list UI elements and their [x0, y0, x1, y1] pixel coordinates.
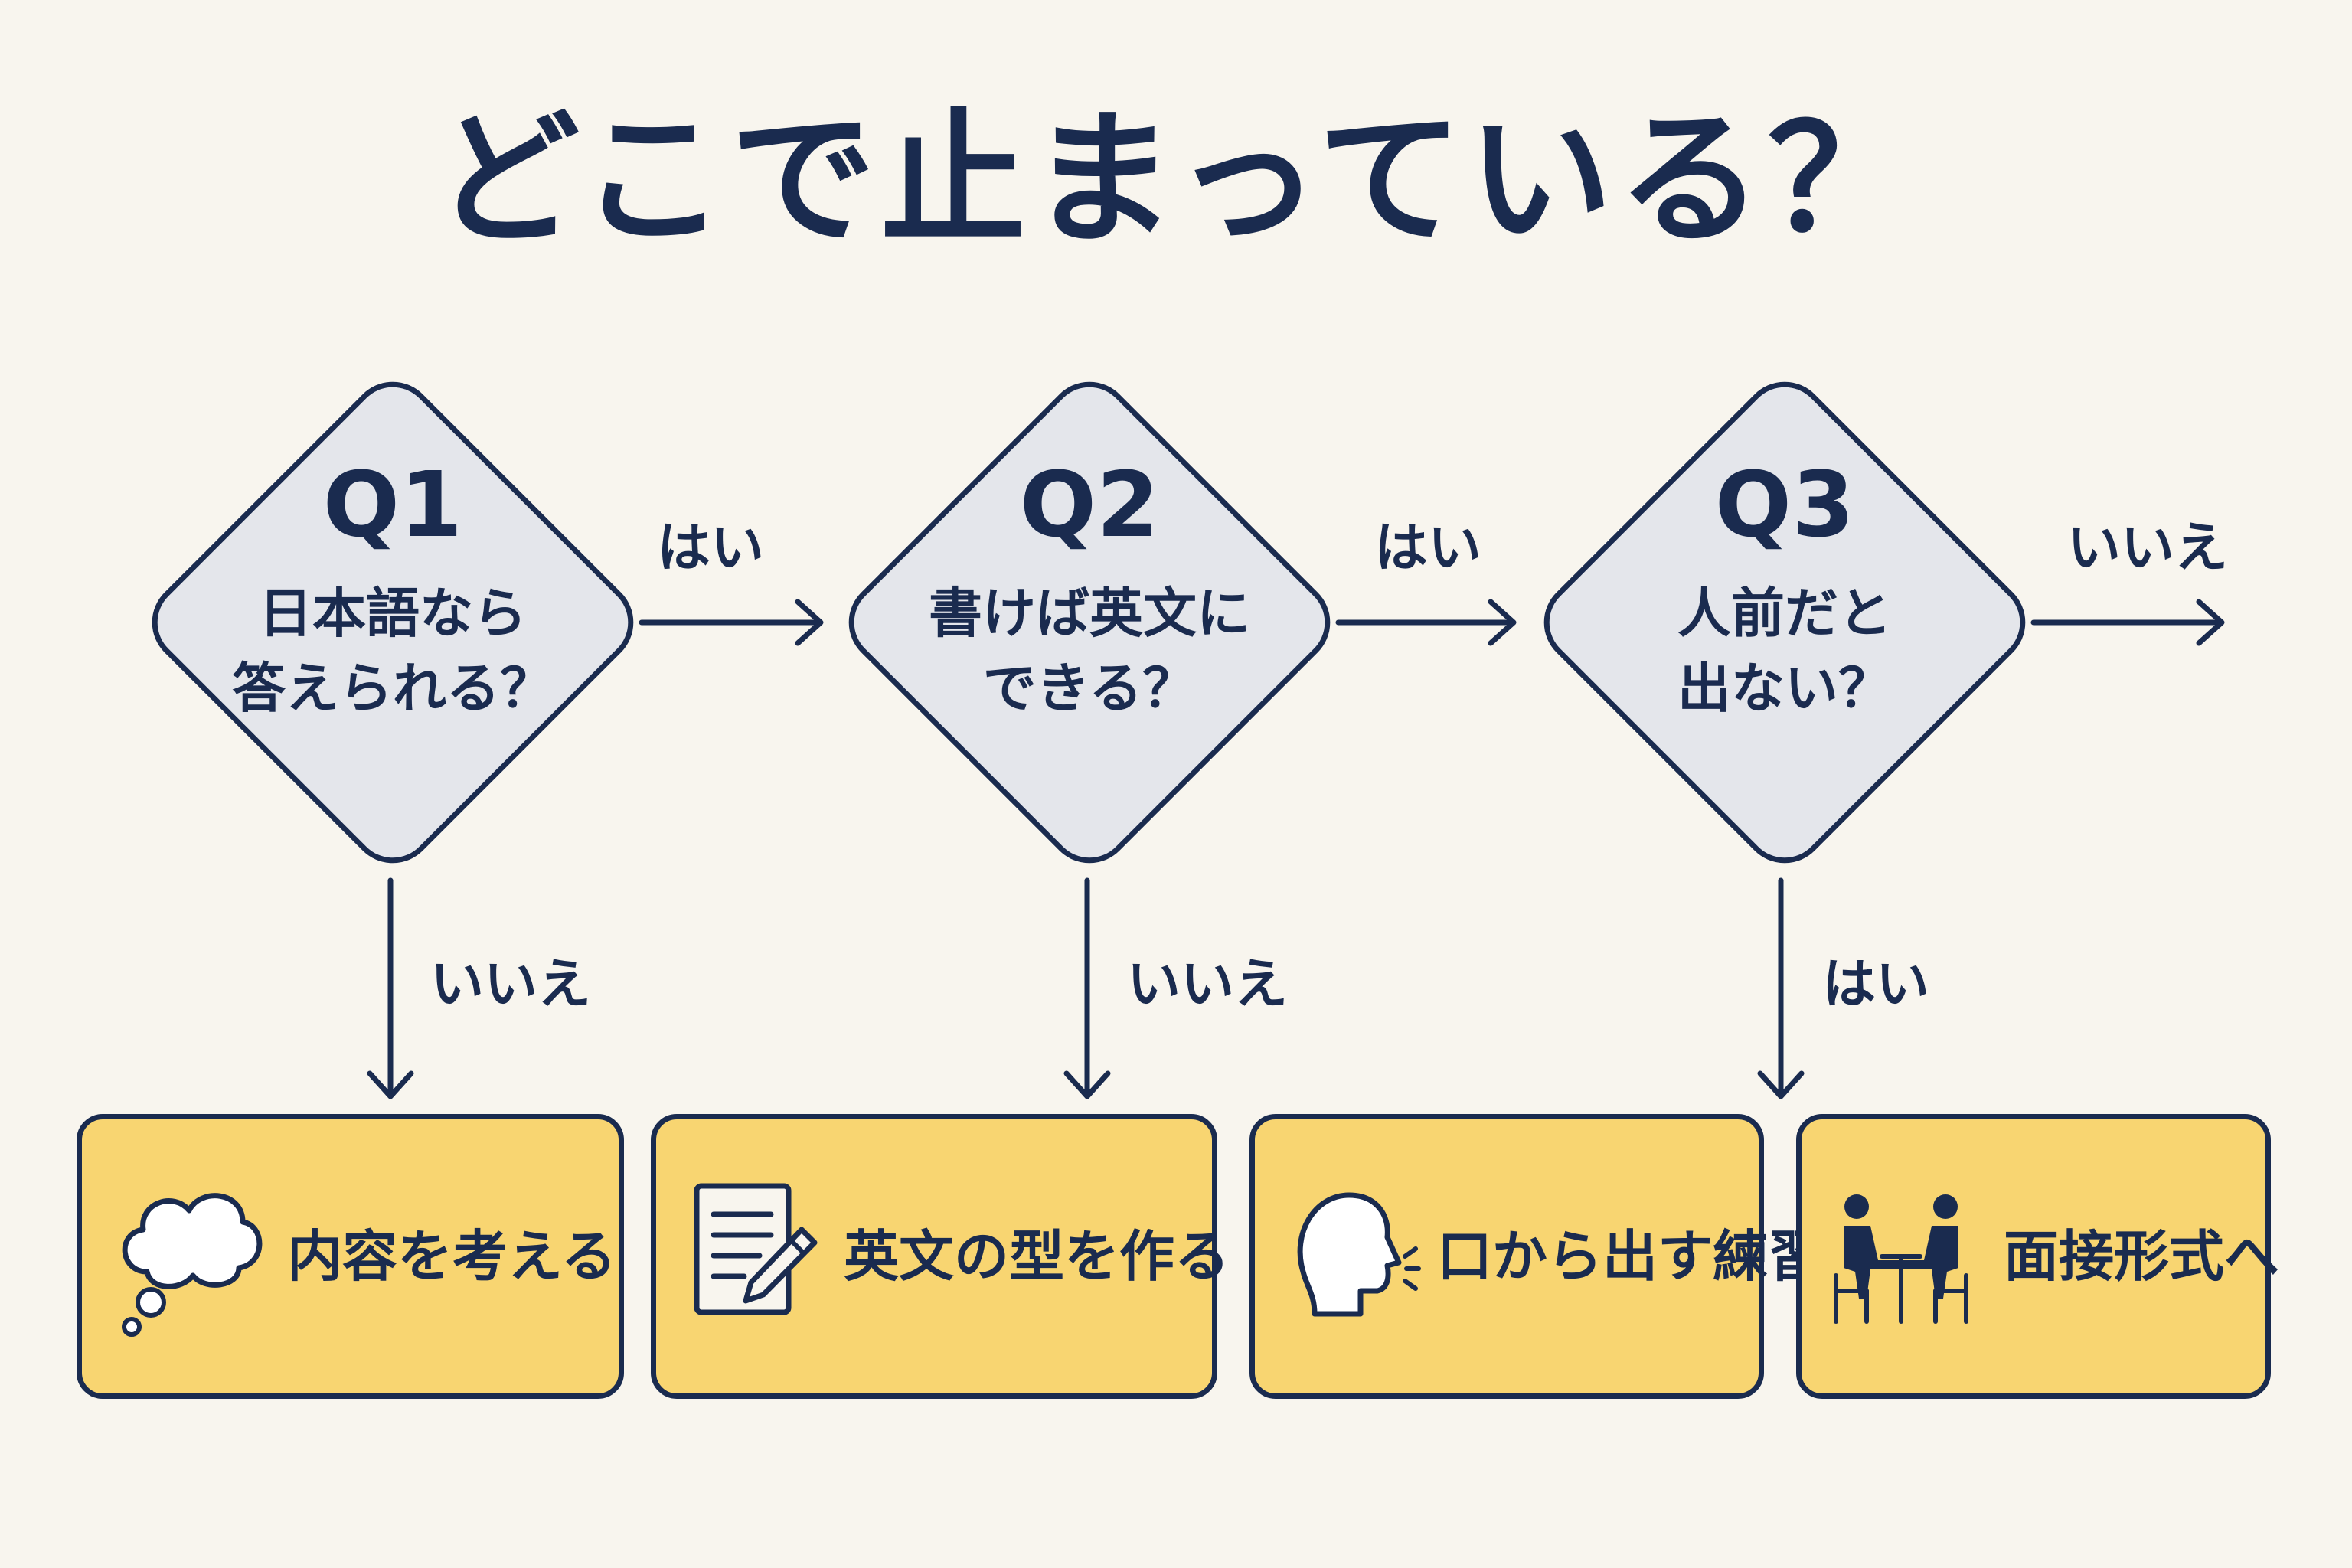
- branch-label-q1-down: いいえ: [430, 952, 591, 1015]
- question-text-q2: 書けば英文に できる？: [929, 582, 1250, 720]
- branch-label-q2-right: はい: [1374, 516, 1481, 579]
- speaking-head-icon: [1297, 1192, 1421, 1317]
- decision-diamond-q2: [848, 381, 1331, 864]
- action-label-sentence-patterns: 英文の型を作る: [844, 1224, 1230, 1289]
- action-box-interview-format: 面接形式へ: [1796, 1114, 2279, 1399]
- thought-bubble-icon: [122, 1193, 263, 1337]
- branch-label-q1-right: はい: [657, 516, 764, 579]
- action-box-think-content: 内容を考える: [77, 1114, 624, 1399]
- action-box-sentence-patterns: 英文の型を作る: [651, 1114, 1230, 1399]
- arrowhead-q1-to-q2: [795, 599, 824, 646]
- branch-label-q3-right: いいえ: [2067, 516, 2228, 579]
- document-pencil-icon: [694, 1183, 818, 1315]
- action-label-speaking-practice: 口から出す練習: [1437, 1224, 1824, 1289]
- arrowhead-q3-right: [2196, 599, 2225, 646]
- page-title: どこで止まっている？: [434, 95, 1918, 264]
- interview-table-icon: [1834, 1194, 1968, 1324]
- branch-label-q3-down: はい: [1822, 952, 1929, 1015]
- decision-diamond-q3: [1544, 381, 2026, 864]
- action-box-speaking-practice: 口から出す練習: [1250, 1114, 1823, 1399]
- question-number-q2: Q2: [1019, 452, 1160, 557]
- branch-label-q2-down: いいえ: [1127, 952, 1288, 1015]
- arrowhead-q2-to-q3: [1488, 599, 1517, 646]
- question-number-q3: Q3: [1714, 452, 1855, 557]
- question-text-q1: 日本語なら 答えられる？: [232, 582, 554, 720]
- action-label-think-content: 内容を考える: [287, 1224, 616, 1289]
- arrowhead-q1-down: [367, 1070, 414, 1099]
- action-label-interview-format: 面接形式へ: [2004, 1224, 2280, 1289]
- question-number-q1: Q1: [322, 452, 463, 557]
- decision-diamond-q1: [152, 381, 634, 864]
- question-text-q3: 人前だと 出ない？: [1677, 582, 1892, 720]
- arrowhead-q2-down: [1063, 1070, 1111, 1099]
- arrowhead-q3-down: [1757, 1070, 1805, 1099]
